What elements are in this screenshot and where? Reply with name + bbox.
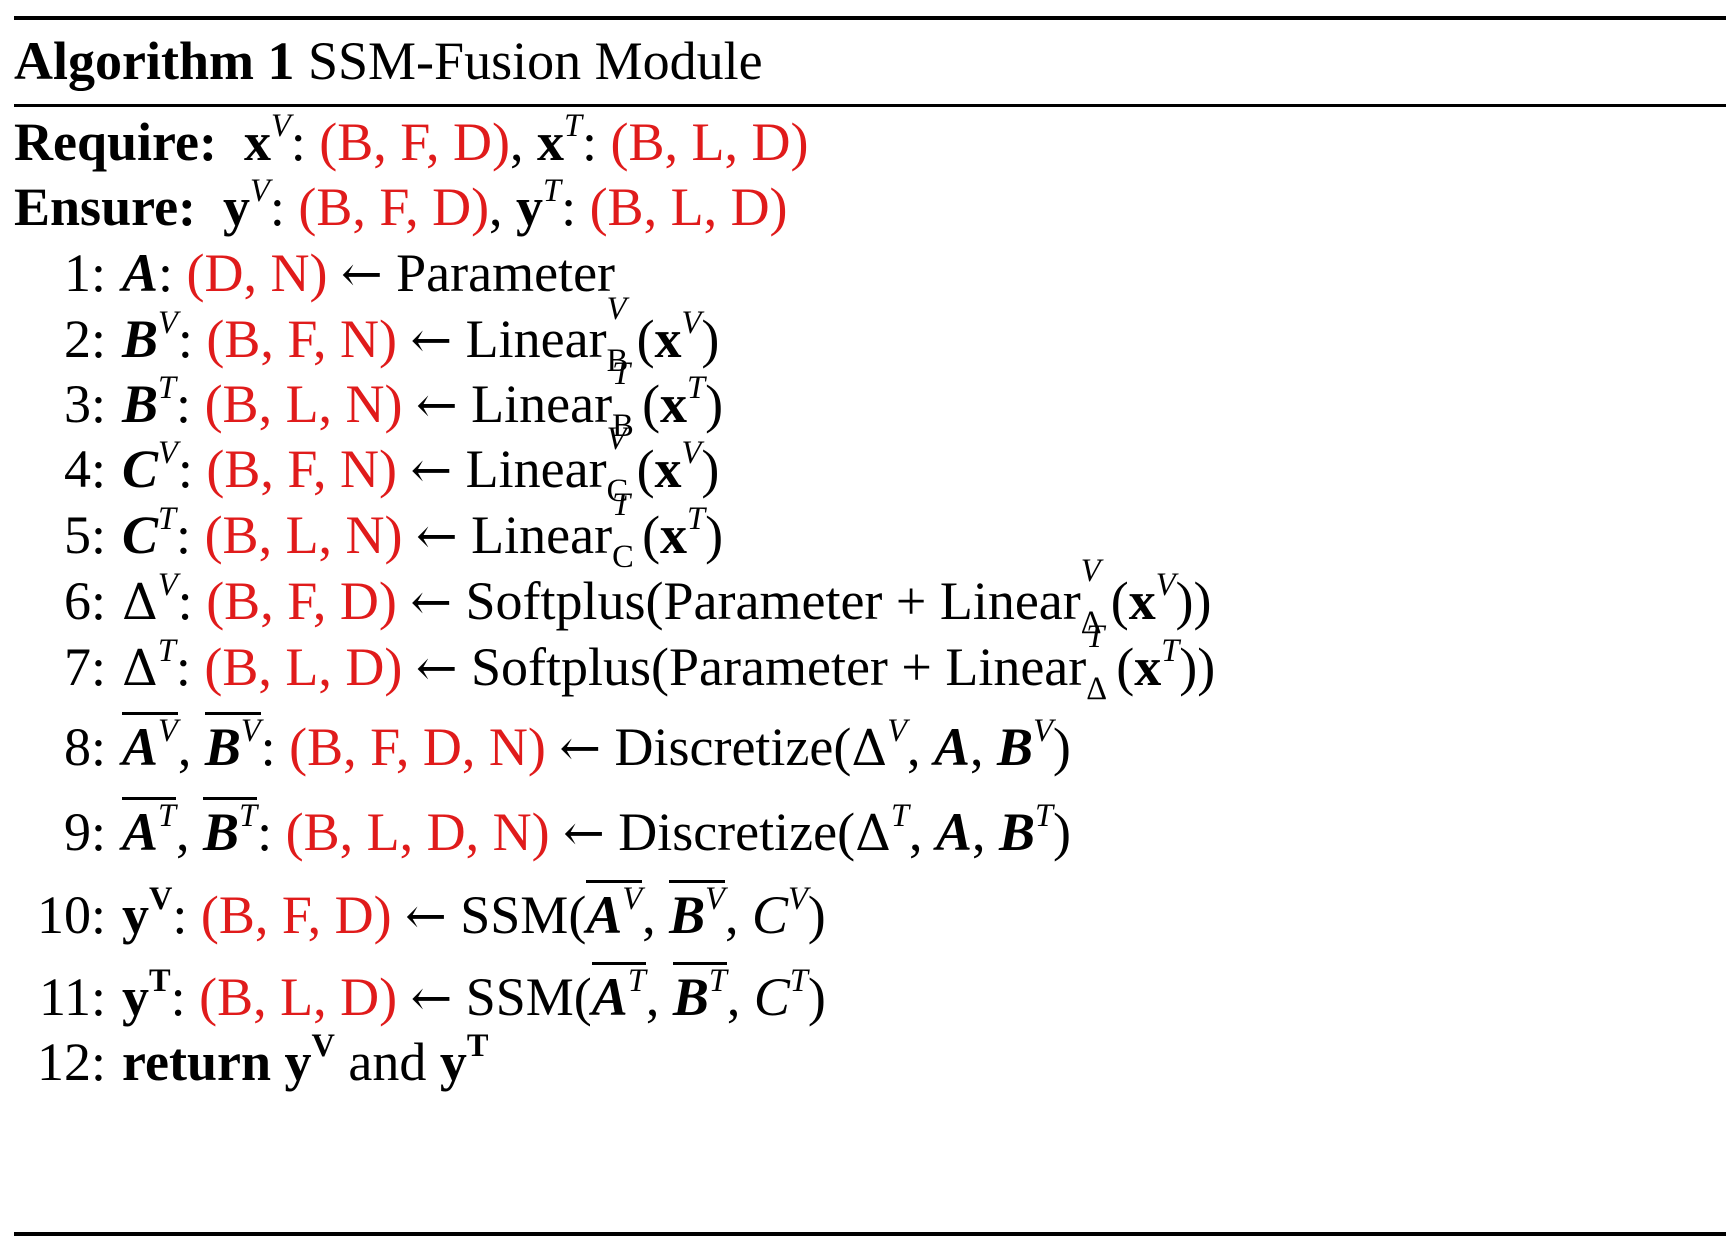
line-number: 4: [63, 439, 106, 499]
require-x-v-shape: (B, F, D) [319, 112, 510, 172]
shape-annotation: (B, L, N) [204, 505, 403, 565]
caption-rule [14, 104, 1726, 107]
ensure-line: Ensure: yV: (B, F, D), yT: (B, L, D) [14, 172, 788, 237]
algorithm-step-8: 8:AV, BV: (B, F, D, N) ← Discretize(ΔV, … [14, 712, 1071, 787]
algorithm-step-1: 1:A: (D, N) ← Parameter [14, 241, 615, 306]
algorithm-step-10: 10:yV: (B, F, D) ← SSM(AV, BV, CV) [14, 880, 826, 955]
line-number: 8: [63, 717, 106, 777]
line-number: 9: [63, 802, 106, 862]
line-number: 10: [36, 885, 106, 945]
algorithm-title: SSM-Fusion Module [307, 31, 763, 91]
algorithm-step-6: 6:ΔV: (B, F, D) ← Softplus(Parameter + L… [14, 555, 1212, 641]
shape-annotation: (B, F, D) [206, 571, 397, 631]
line-number: 5: [63, 505, 106, 565]
algorithm-step-11: 11:yT: (B, L, D) ← SSM(AT, BT, CT) [14, 962, 826, 1037]
ensure-y-t-shape: (B, L, D) [589, 177, 788, 237]
shape-annotation: (B, L, D, N) [285, 802, 550, 862]
shape-annotation: (B, L, D) [199, 967, 398, 1027]
require-line: Require: xV: (B, F, D), xT: (B, L, D) [14, 107, 809, 172]
algorithm-step-7: 7:ΔT: (B, L, D) ← Softplus(Parameter + L… [14, 621, 1215, 707]
shape-annotation: (B, F, N) [206, 309, 398, 369]
shape-annotation: (B, L, D) [204, 637, 403, 697]
shape-annotation: (B, F, D, N) [289, 717, 546, 777]
line-number: 6: [63, 571, 106, 631]
algorithm-step-9: 9:AT, BT: (B, L, D, N) ← Discretize(ΔT, … [14, 797, 1071, 872]
line-number: 1: [63, 243, 106, 303]
assign-arrow: ← [341, 245, 383, 303]
line-number: 3: [63, 374, 106, 434]
algorithm-step-12: 12:return yV and yT [14, 1028, 488, 1102]
algorithm-label: Algorithm 1 [14, 31, 295, 91]
require-label: Require: [14, 112, 217, 172]
ensure-label: Ensure: [14, 177, 197, 237]
shape-annotation: (B, F, N) [206, 439, 398, 499]
top-rule [14, 16, 1726, 20]
line-number: 12: [36, 1032, 106, 1092]
shape-annotation: (B, L, N) [204, 374, 403, 434]
return-keyword: return [122, 1032, 271, 1092]
line-number: 2: [63, 309, 106, 369]
algorithm-caption: Algorithm 1 SSM-Fusion Module [14, 26, 763, 96]
shape-annotation: (B, F, D) [200, 885, 392, 945]
ensure-y-v-shape: (B, F, D) [298, 177, 490, 237]
line-number: 11: [39, 967, 106, 1027]
line-number: 7: [63, 637, 106, 697]
shape-annotation: (D, N) [186, 243, 328, 303]
bottom-rule [14, 1232, 1726, 1236]
require-x-t-shape: (B, L, D) [610, 112, 809, 172]
